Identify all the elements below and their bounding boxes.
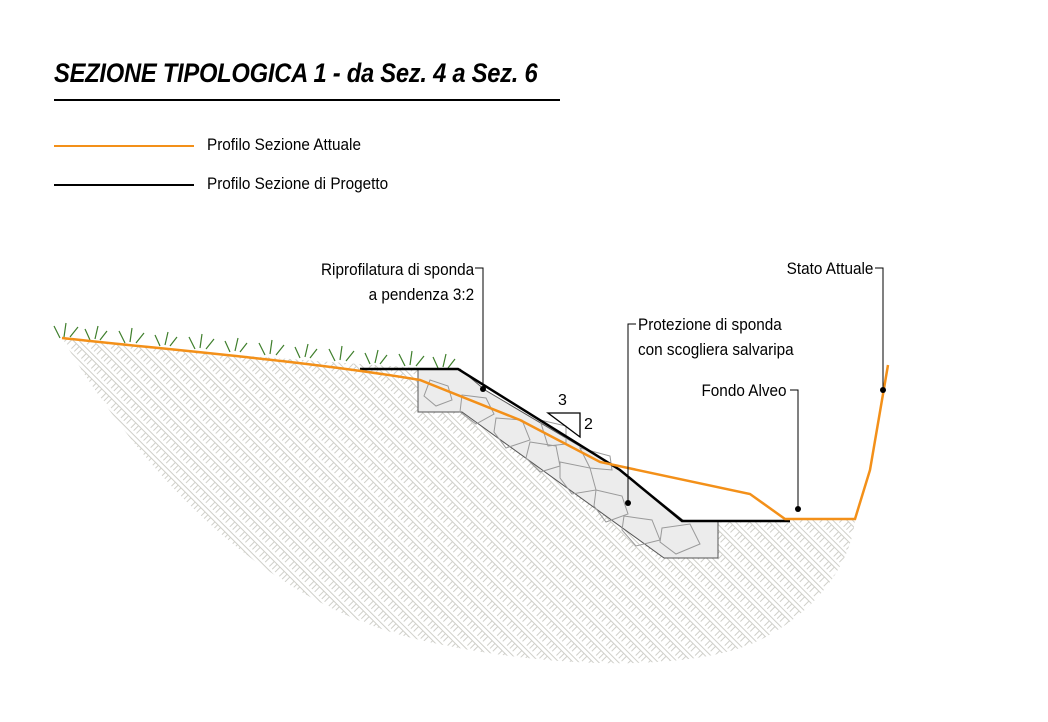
callout-protezione-line2: con scogliera salvaripa (638, 340, 794, 359)
legend-line-existing (54, 145, 194, 147)
callout-fondo-alveo: Fondo Alveo (701, 381, 787, 400)
callout-riprofilatura-line1: Riprofilatura di sponda (320, 260, 474, 279)
slope-run-label: 3 (558, 392, 567, 409)
callout-riprofilatura: Riprofilatura di sponda a pendenza 3:2 (321, 257, 474, 307)
legend-label-design: Profilo Sezione di Progetto (207, 174, 389, 193)
legend-line-design (54, 184, 194, 186)
callout-protezione-line1: Protezione di sponda (638, 315, 782, 334)
design-profile-line (360, 367, 790, 523)
grass-tufts (53, 322, 456, 369)
legend-label-existing: Profilo Sezione Attuale (207, 135, 361, 154)
callout-dots (480, 386, 886, 512)
soil-hatch (62, 338, 855, 664)
callout-riprofilatura-line2: a pendenza 3:2 (368, 285, 474, 304)
slope-triangle (546, 412, 581, 439)
callout-leaders (475, 267, 884, 508)
callout-protezione: Protezione di sponda con scogliera salva… (638, 312, 794, 362)
existing-profile-line (61, 336, 890, 521)
callout-stato-attuale: Stato Attuale (786, 259, 873, 278)
slope-rise-label: 2 (584, 416, 593, 433)
page-title: SEZIONE TIPOLOGICA 1 - da Sez. 4 a Sez. … (54, 58, 538, 88)
title-underline (54, 99, 560, 101)
